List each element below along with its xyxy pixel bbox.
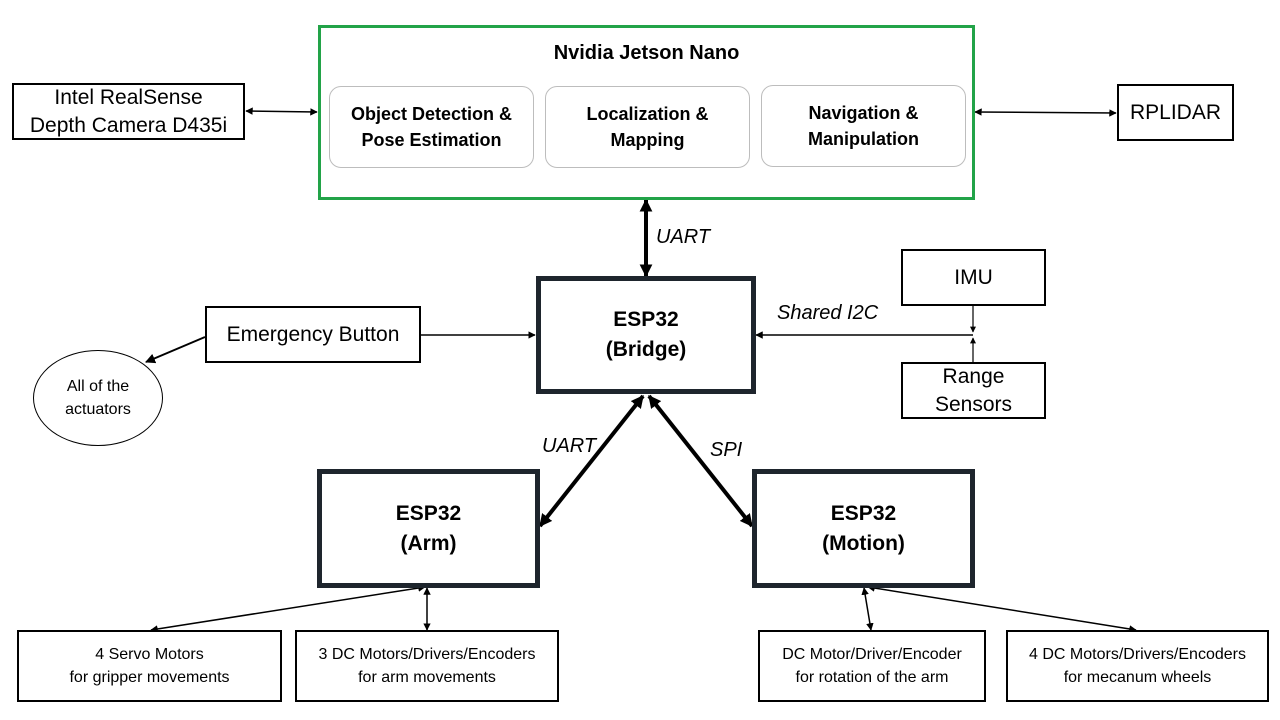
wheel-line-2: for mecanum wheels	[1063, 669, 1212, 686]
bridge-arm-uart-link	[538, 394, 645, 528]
emergency-actuators-link	[145, 336, 206, 364]
esp32-bridge-block: ESP32 (Bridge)	[536, 276, 756, 394]
imu-label: IMU	[954, 265, 993, 289]
range-line-1: Range	[942, 364, 1005, 388]
imu-block: IMU	[901, 249, 1046, 306]
spi-label: SPI	[710, 439, 743, 461]
module-line-2: Pose Estimation	[361, 130, 502, 150]
motion-wheels-link	[867, 584, 1137, 633]
rplidar-block: RPLIDAR	[1117, 84, 1234, 141]
camera-jetson-link	[245, 107, 318, 116]
arm-dc-line-1: 3 DC Motors/Drivers/Encoders	[318, 646, 536, 663]
motion-line-1: ESP32	[830, 501, 897, 525]
esp32-arm-block: ESP32 (Arm)	[317, 469, 540, 588]
bridge-line-1: ESP32	[613, 308, 679, 331]
object-detection-module: Object Detection & Pose Estimation	[329, 86, 534, 168]
wheel-line-1: 4 DC Motors/Drivers/Encoders	[1029, 646, 1246, 663]
emergency-label: Emergency Button	[226, 322, 400, 346]
actuators-line-2: actuators	[65, 401, 131, 418]
wheel-dc-motors-block: 4 DC Motors/Drivers/Encoders for mecanum…	[1006, 630, 1269, 702]
module-line-2: Mapping	[610, 130, 685, 150]
rotation-dc-motor-block: DC Motor/Driver/Encoder for rotation of …	[758, 630, 986, 702]
depth-camera-block: Intel RealSense Depth Camera D435i	[12, 83, 245, 140]
range-line-2: Sensors	[934, 392, 1013, 416]
bridge-motion-spi-link	[647, 394, 754, 528]
localization-module: Localization & Mapping	[545, 86, 750, 168]
rplidar-label: RPLIDAR	[1129, 100, 1222, 124]
bridge-line-2: (Bridge)	[605, 338, 687, 361]
arm-dc-line-2: for arm movements	[358, 669, 496, 686]
navigation-module: Navigation & Manipulation	[761, 85, 966, 167]
motion-rotation-link	[861, 587, 874, 631]
module-line-1: Navigation &	[808, 103, 919, 123]
rotation-line-2: for rotation of the arm	[795, 669, 949, 686]
shared-i2c-label: Shared I2C	[777, 302, 879, 324]
arm-dc-motors-block: 3 DC Motors/Drivers/Encoders for arm mov…	[295, 630, 559, 702]
uart-top-label: UART	[656, 226, 711, 248]
actuators-line-1: All of the	[66, 378, 130, 395]
camera-line-2: Depth Camera D435i	[29, 113, 228, 137]
module-line-2: Manipulation	[808, 129, 919, 149]
module-line-1: Localization &	[586, 104, 709, 124]
servo-line-2: for gripper movements	[69, 669, 230, 686]
jetson-title: Nvidia Jetson Nano	[553, 42, 740, 64]
arm-servo-link	[150, 584, 426, 633]
servo-line-1: 4 Servo Motors	[95, 646, 204, 663]
uart-arm-label: UART	[542, 435, 597, 457]
servo-motors-block: 4 Servo Motors for gripper movements	[17, 630, 282, 702]
jetson-lidar-link	[974, 108, 1117, 117]
range-sensors-block: Range Sensors	[901, 362, 1046, 419]
module-line-1: Object Detection &	[350, 104, 513, 124]
camera-line-1: Intel RealSense	[54, 85, 203, 109]
esp32-motion-block: ESP32 (Motion)	[752, 469, 975, 588]
arm-line-2: (Arm)	[400, 531, 457, 555]
motion-line-2: (Motion)	[822, 531, 905, 555]
arm-line-1: ESP32	[395, 501, 462, 525]
rotation-line-1: DC Motor/Driver/Encoder	[782, 646, 962, 663]
emergency-button-block: Emergency Button	[205, 306, 421, 363]
actuators-node: All of the actuators	[33, 350, 163, 446]
